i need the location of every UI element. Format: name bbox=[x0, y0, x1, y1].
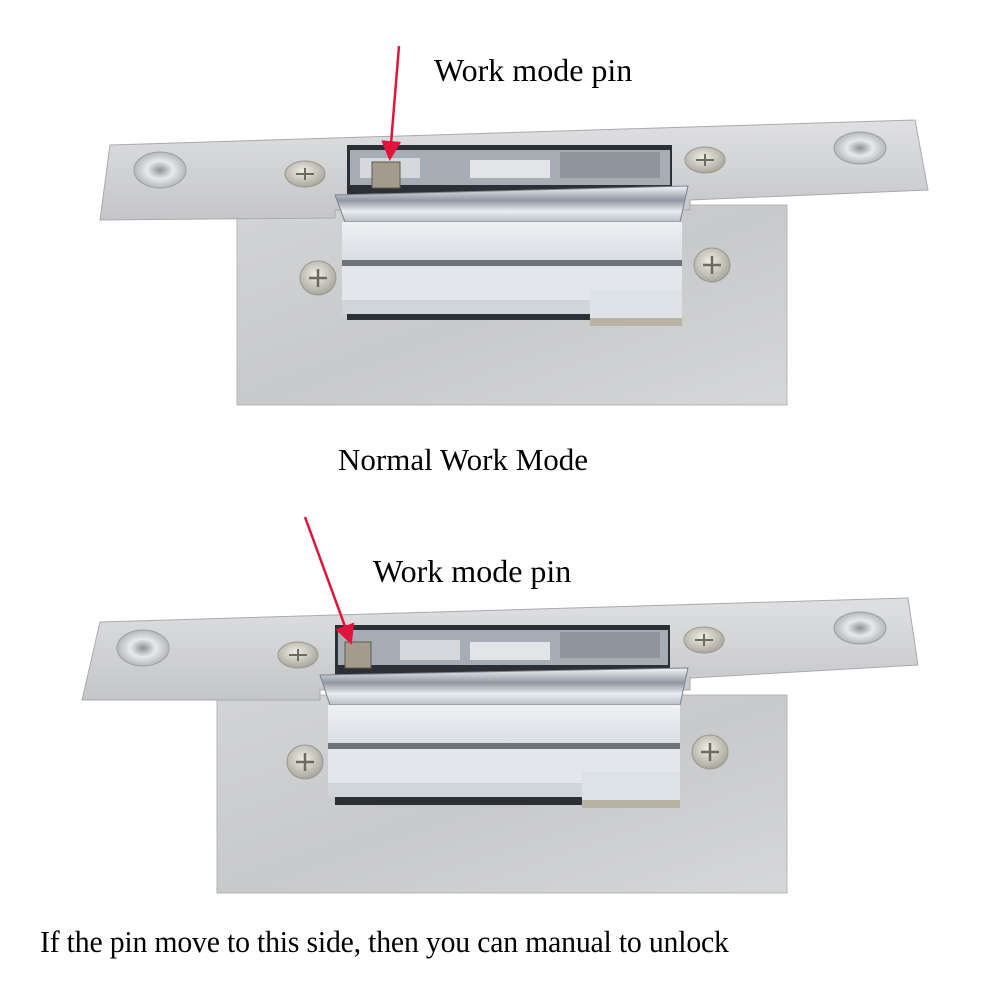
manual-unlock-caption: If the pin move to this side, then you c… bbox=[40, 924, 729, 959]
pointer-arrow-icon bbox=[303, 516, 355, 645]
normal-work-mode-caption: Normal Work Mode bbox=[338, 442, 589, 477]
mounting-hole-icon bbox=[133, 151, 187, 189]
work-mode-pin bbox=[371, 161, 401, 189]
keeper bbox=[342, 222, 682, 262]
work-mode-pin-label-top: Work mode pin bbox=[434, 52, 633, 88]
strike-lock-manual bbox=[81, 597, 919, 894]
strike-lock-normal bbox=[99, 119, 929, 406]
work-mode-pin bbox=[344, 641, 372, 669]
keeper bbox=[328, 705, 680, 745]
mounting-hole-icon bbox=[116, 629, 170, 667]
mounting-hole-icon bbox=[833, 131, 887, 165]
work-mode-pin-label-bottom: Work mode pin bbox=[373, 553, 572, 589]
mounting-hole-icon bbox=[833, 611, 887, 645]
pointer-arrow-icon bbox=[381, 45, 402, 161]
